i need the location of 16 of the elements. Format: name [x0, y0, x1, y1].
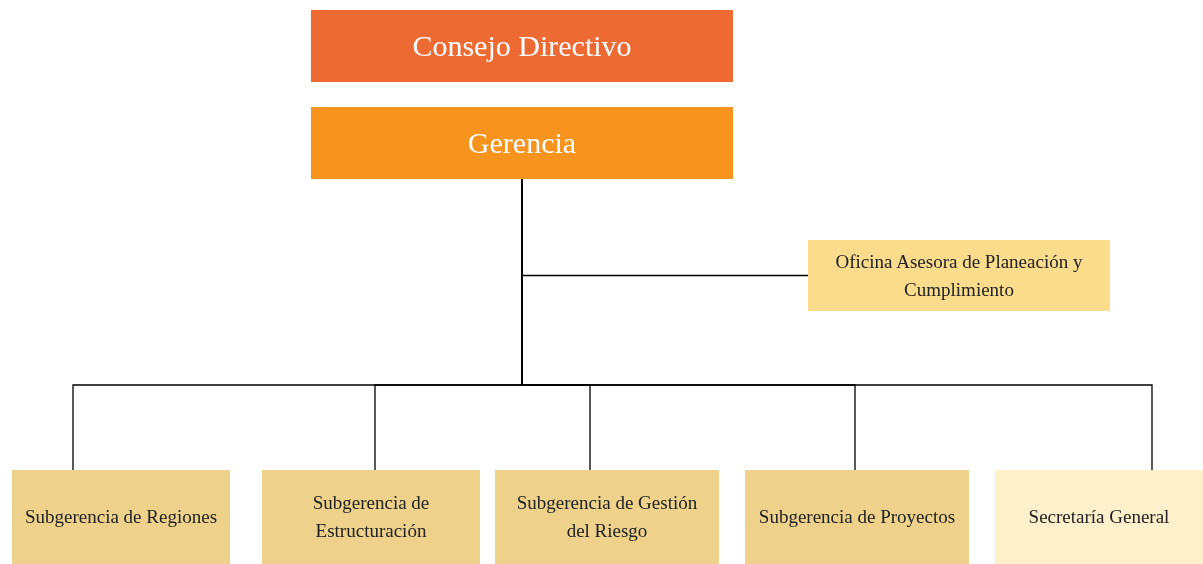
- unit-name: Oficina Asesora de Planeación y Cumplimiento: [834, 249, 1084, 302]
- org-unit-box: [745, 470, 969, 564]
- org-unit-box: [495, 470, 719, 564]
- unit-name: Subgerencia de Regiones: [24, 505, 218, 530]
- org-unit-box: [311, 10, 733, 82]
- org-unit-box: [808, 240, 1110, 311]
- org-unit-box: [12, 470, 230, 564]
- org-unit-box: [995, 470, 1203, 564]
- unit-name: Subgerencia de Estructuración: [311, 491, 431, 543]
- unit-name: Subgerencia de Gestión del Riesgo: [515, 491, 699, 543]
- unit-name: Subgerencia de Proyectos: [758, 505, 956, 530]
- unit-name: Secretaría General: [1028, 505, 1170, 530]
- unit-name: Consejo Directivo: [412, 28, 632, 64]
- org-unit-box: [311, 107, 733, 179]
- unit-name: Gerencia: [467, 125, 577, 161]
- org-unit-box: [262, 470, 480, 564]
